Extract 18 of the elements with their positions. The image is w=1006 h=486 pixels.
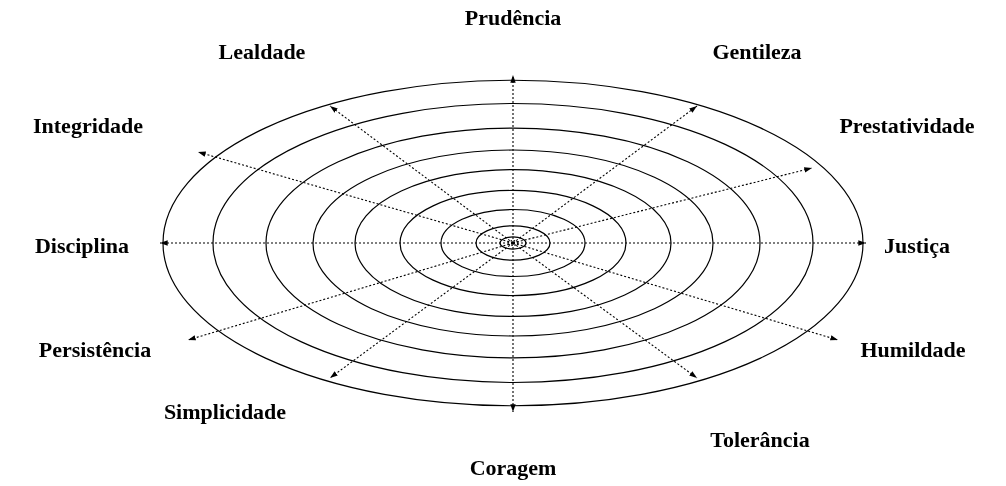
- value-label: Persistência: [38, 337, 152, 363]
- arrow: [512, 240, 867, 246]
- value-label: Prudência: [464, 5, 562, 31]
- value-label: Integridade: [33, 113, 143, 139]
- arrow: [159, 240, 514, 246]
- value-label: Humildade: [860, 337, 966, 363]
- value-label: Gentileza: [712, 39, 802, 65]
- value-label: Prestatividade: [839, 113, 975, 139]
- value-label: Lealdade: [218, 39, 306, 65]
- value-label: Justiça: [884, 233, 950, 259]
- arrow: [329, 105, 514, 244]
- value-label: Tolerância: [710, 427, 810, 453]
- value-label: Disciplina: [34, 233, 130, 259]
- arrow: [510, 74, 516, 244]
- value-label: Simplicidade: [163, 399, 287, 425]
- value-label: Coragem: [469, 455, 557, 481]
- arrow: [510, 242, 516, 413]
- arrow: [512, 242, 698, 379]
